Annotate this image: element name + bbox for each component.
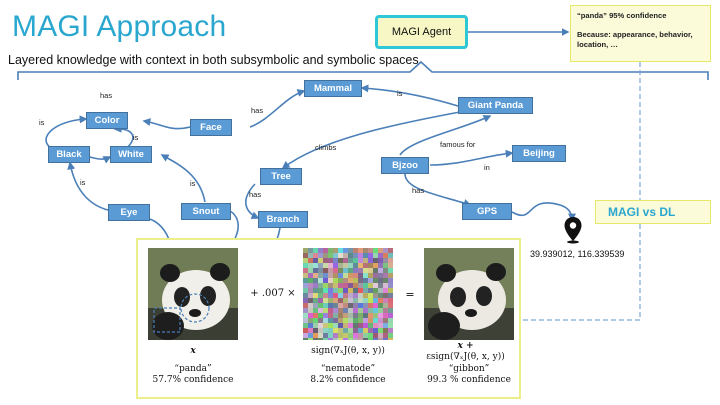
node-beijing: Beijing <box>512 145 566 162</box>
edge-white-color <box>113 124 134 148</box>
adversarial-formula-line2: εsign(∇ₓJ(θ, x, y)) <box>426 352 505 362</box>
node-bjzoo: Bjzoo <box>381 157 429 174</box>
edge-bjzoo-beijing <box>429 149 514 166</box>
edge-label-has: has <box>412 186 425 195</box>
edge-bjzoo-gps <box>404 173 472 207</box>
magi-vs-dl-box: MAGI vs DL <box>595 200 711 224</box>
gps-coordinates: 39.939012, 116.339539 <box>530 249 625 259</box>
node-color: Color <box>86 112 128 129</box>
edge-gps-location <box>511 202 576 222</box>
edge-label-is: is <box>397 89 403 98</box>
result-reason: Because: appearance, behavior, location,… <box>577 30 693 49</box>
edge-panda-mammal <box>360 84 459 107</box>
edge-label-famous-for: famous for <box>440 140 476 149</box>
node-snout: Snout <box>181 203 231 220</box>
edge-label-is: is <box>133 133 139 142</box>
edge-label-climbs: climbs <box>315 143 337 152</box>
edge-label-is: is <box>80 178 86 187</box>
node-branch: Branch <box>258 211 308 228</box>
perturbation-noise-image <box>303 248 393 340</box>
edge-label-has: has <box>251 106 264 115</box>
caption-nematode-name: “nematode” <box>320 364 376 374</box>
x-label: x <box>190 346 196 356</box>
magi-agent-box: MAGI Agent <box>375 15 468 49</box>
caption-nematode-confidence: 8.2% confidence <box>310 375 386 385</box>
page-title: MAGI Approach <box>12 10 227 43</box>
edge-bjzoo-panda <box>399 115 492 156</box>
caption-panda-name: “panda” <box>174 364 212 374</box>
edge-label-has: has <box>100 91 113 100</box>
location-pin-icon <box>564 217 582 244</box>
knowledge-brace <box>17 60 709 80</box>
operator-plus: + .007 × <box>250 288 296 299</box>
edge-snout-white <box>160 154 206 203</box>
caption-panda-confidence: 57.7% confidence <box>152 375 234 385</box>
edge-face-color <box>142 118 191 130</box>
edge-panda-tree <box>281 111 461 169</box>
result-label: “panda” 95% confidence <box>577 11 667 20</box>
edge-label-in: in <box>484 163 490 172</box>
node-mammal: Mammal <box>304 80 362 97</box>
node-white: White <box>110 146 152 163</box>
sign-gradient-label: sign(∇ₓJ(θ, x, y)) <box>311 346 385 356</box>
edge-tree-branch <box>245 183 260 219</box>
adversarial-panda-image <box>424 248 514 340</box>
node-giant-panda: Giant Panda <box>458 97 533 114</box>
caption-gibbon-name: “gibbon” <box>448 364 490 374</box>
edge-face-mammal <box>249 89 306 128</box>
result-bubble: “panda” 95% confidence Because: appearan… <box>570 5 711 62</box>
edge-label-is: is <box>39 118 45 127</box>
node-black: Black <box>48 146 90 163</box>
page-subtitle: Layered knowledge with context in both s… <box>8 53 419 67</box>
node-face: Face <box>190 119 232 136</box>
node-tree: Tree <box>260 168 302 185</box>
edge-label-has: has <box>249 190 262 199</box>
adversarial-example-panel: + .007 × = x sign(∇ₓJ(θ, x, y)) x + εsig… <box>136 238 521 399</box>
comparison-dashed-link <box>521 62 641 321</box>
node-gps: GPS <box>462 203 512 220</box>
adversarial-formula-line1: x + <box>457 341 474 351</box>
panda-image <box>148 248 238 340</box>
caption-gibbon-confidence: 99.3 % confidence <box>427 375 511 385</box>
operator-equals: = <box>405 288 415 301</box>
node-eye: Eye <box>108 204 150 221</box>
edge-label-is: is <box>190 179 196 188</box>
